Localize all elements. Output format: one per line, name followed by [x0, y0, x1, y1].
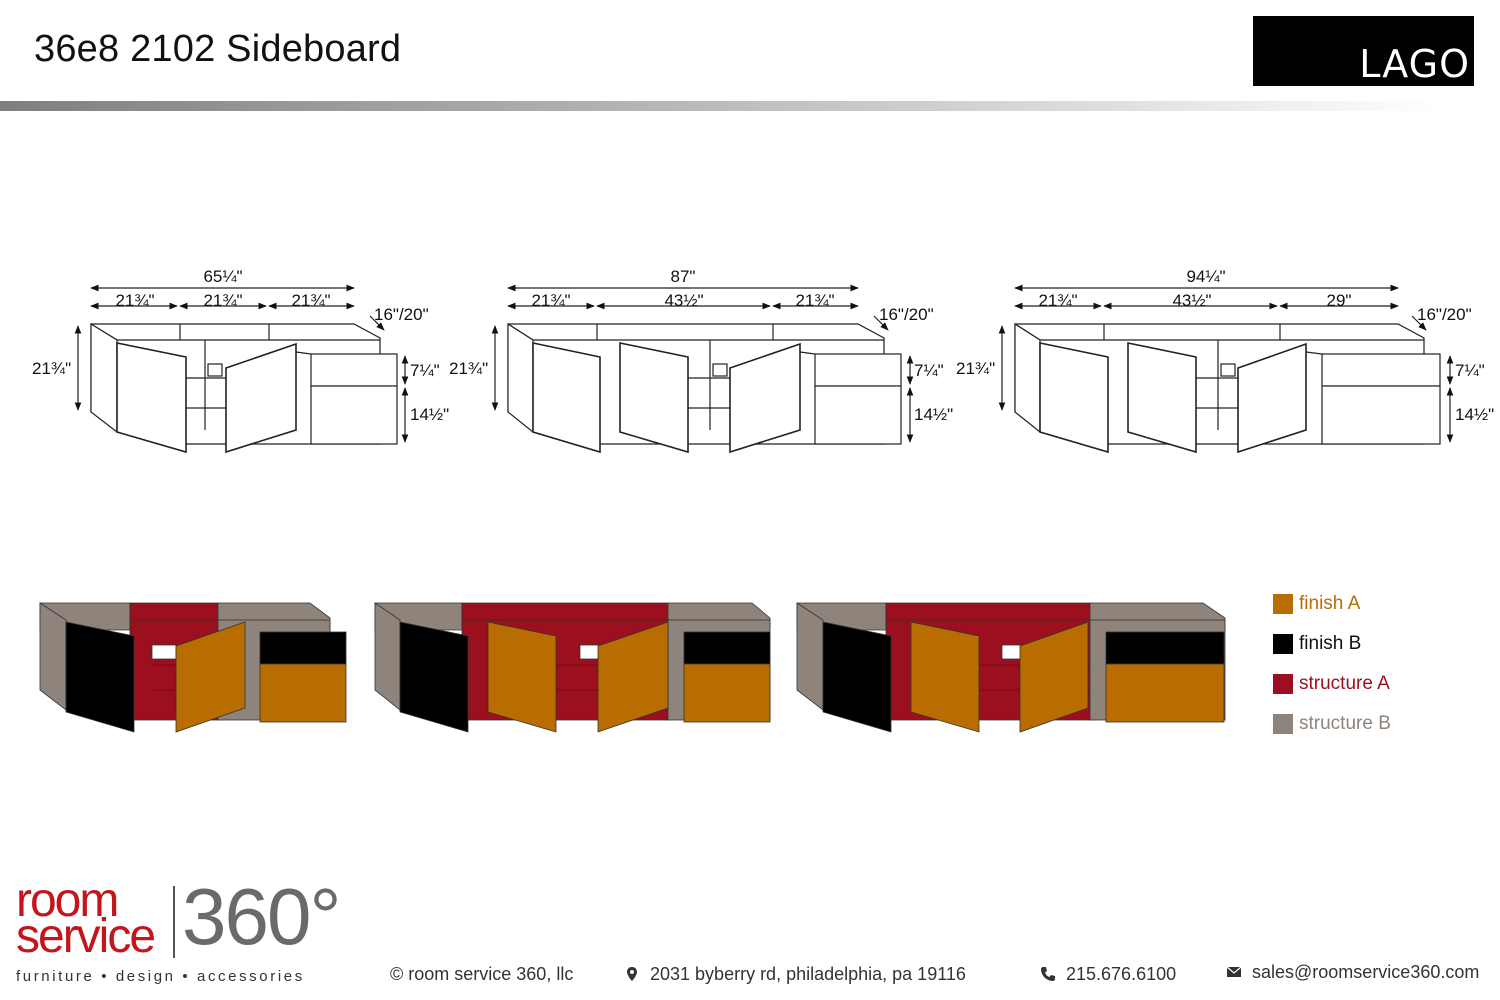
- legend-item-finish-b: finish B: [1273, 633, 1391, 673]
- drawing-1-drawer-bottom: 14½": [410, 405, 449, 424]
- footer-copyright: © room service 360, llc: [390, 964, 574, 984]
- drawing-3-segment-3: 29": [1327, 291, 1352, 310]
- legend-item-structure-b: structure B: [1273, 713, 1391, 753]
- map-pin-icon: [627, 967, 637, 981]
- footer-address: 2031 byberry rd, philadelphia, pa 19116: [624, 964, 966, 985]
- drawing-2-height: 21¾": [449, 359, 488, 378]
- brand-room-text: room: [16, 874, 119, 927]
- brand-divider: [173, 886, 175, 958]
- drawing-1-drawer-top: 7¼": [410, 361, 440, 380]
- drawing-1-segment-2: 21¾": [203, 291, 242, 310]
- phone-icon: [1041, 967, 1055, 981]
- color-render-2: [374, 602, 771, 733]
- legend-item-finish-a: finish A: [1273, 593, 1391, 633]
- brand-service-text: service: [16, 910, 156, 963]
- drawing-1-segment-3: 21¾": [291, 291, 330, 310]
- header-divider: [0, 101, 1440, 111]
- drawing-2-depth: 16"/20": [879, 305, 934, 324]
- drawing-3-segment-1: 21¾": [1038, 291, 1077, 310]
- legend-label-structure-b: structure B: [1299, 713, 1391, 734]
- page-title: 36e8 2102 Sideboard: [34, 28, 402, 70]
- drawing-2-segment-3: 21¾": [795, 291, 834, 310]
- drawing-2-segment-2: 43½": [664, 291, 703, 310]
- footer-email-text[interactable]: sales@roomservice360.com: [1252, 962, 1480, 982]
- footer-phone: 215.676.6100: [1040, 964, 1176, 985]
- legend-item-structure-a: structure A: [1273, 673, 1391, 713]
- drawing-1-height: 21¾": [32, 359, 71, 378]
- legend-swatch-finish-b: [1273, 634, 1293, 654]
- lago-logo: LAGO: [1253, 16, 1474, 86]
- drawing-3-segment-2: 43½": [1172, 291, 1211, 310]
- drawing-2-drawer-top: 7¼": [914, 361, 944, 380]
- legend-label-finish-b: finish B: [1299, 633, 1362, 654]
- brand-tagline: furniture • design • accessories: [16, 968, 305, 985]
- drawing-3-height: 21¾": [956, 359, 995, 378]
- legend-label-structure-a: structure A: [1299, 673, 1390, 694]
- drawing-2-segment-1: 21¾": [531, 291, 570, 310]
- brand-360-text: 360°: [182, 872, 341, 961]
- drawing-2-drawer-bottom: 14½": [914, 405, 953, 424]
- legend-label-finish-a: finish A: [1299, 593, 1361, 614]
- drawing-3-drawer-top: 7¼": [1455, 361, 1485, 380]
- drawing-1-segment-1: 21¾": [115, 291, 154, 310]
- legend-swatch-finish-a: [1273, 594, 1293, 614]
- color-legend: finish A finish B structure A structure …: [1273, 593, 1391, 753]
- drawing-2-total-width: 87": [671, 267, 696, 286]
- legend-swatch-structure-a: [1273, 674, 1293, 694]
- lago-logo-text: LAGO: [1359, 42, 1470, 86]
- drawing-3-depth: 16"/20": [1417, 305, 1472, 324]
- line-drawing-3: [998, 284, 1454, 454]
- drawing-3-drawer-bottom: 14½": [1455, 405, 1494, 424]
- legend-swatch-structure-b: [1273, 714, 1293, 734]
- line-drawing-2: [491, 284, 914, 454]
- line-drawing-1: [74, 284, 409, 454]
- drawing-3-total-width: 94¼": [1186, 267, 1225, 286]
- footer-address-text: 2031 byberry rd, philadelphia, pa 19116: [650, 964, 966, 984]
- color-render-1: [39, 602, 347, 733]
- footer-email: sales@roomservice360.com: [1226, 962, 1479, 983]
- drawing-1-depth: 16"/20": [374, 305, 429, 324]
- envelope-icon: [1226, 966, 1242, 977]
- drawing-1-total-width: 65¼": [203, 267, 242, 286]
- footer-phone-text[interactable]: 215.676.6100: [1066, 964, 1177, 984]
- color-render-3: [796, 602, 1226, 733]
